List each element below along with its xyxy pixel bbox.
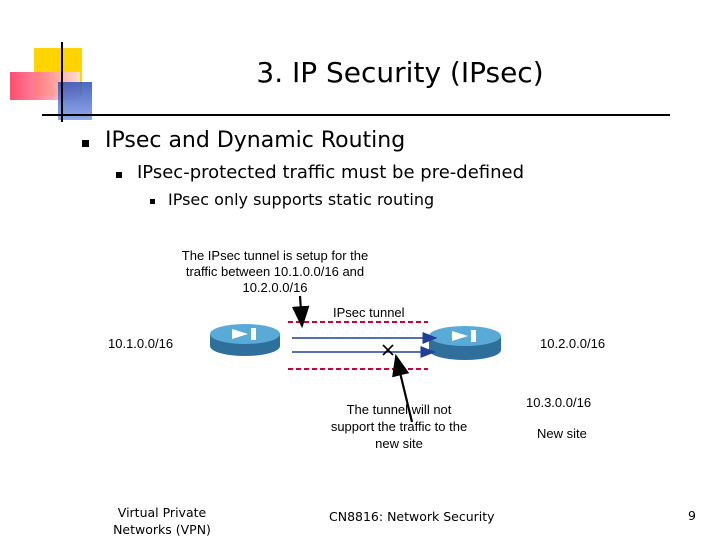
setup-callout-line2: traffic between 10.1.0.0/16 and (185, 264, 365, 279)
bullet-marker-3 (150, 199, 155, 204)
bullet-level3: IPsec only supports static routing (168, 190, 435, 209)
bullet-marker-2 (116, 172, 122, 178)
right-router-icon (429, 326, 501, 360)
setup-callout-line3: 10.2.0.0/16 (242, 280, 308, 295)
unsupported-callout-arrow (392, 353, 414, 423)
tunnel-label: IPsec tunnel (333, 305, 405, 320)
title-vertical-rule (61, 42, 63, 122)
logo-blue-block (58, 82, 92, 120)
setup-callout: The IPsec tunnel is setup for the traffi… (160, 248, 390, 296)
footer-left-line1: Virtual Private (117, 505, 207, 520)
footer-left-line2: Networks (VPN) (113, 522, 211, 537)
blocked-x-icon (382, 344, 394, 356)
setup-callout-line1: The IPsec tunnel is setup for the (181, 248, 369, 263)
setup-callout-arrow (291, 295, 310, 329)
left-subnet-label: 10.1.0.0/16 (108, 336, 174, 351)
new-site-label: New site (537, 426, 587, 441)
unsupported-callout-line2: support the traffic to the (330, 419, 468, 434)
page-number: 9 (688, 508, 696, 523)
unsupported-callout-line3: new site (375, 436, 423, 451)
bullet-level1: IPsec and Dynamic Routing (105, 128, 406, 153)
new-subnet-label: 10.3.0.0/16 (526, 395, 592, 410)
title-horizontal-rule (42, 114, 670, 116)
footer-left: Virtual Private Networks (VPN) (100, 504, 224, 538)
right-subnet-label: 10.2.0.0/16 (540, 336, 606, 351)
footer-center: CN8816: Network Security (329, 509, 495, 524)
bullet-marker-1 (82, 140, 89, 147)
unsupported-callout: The tunnel will not support the traffic … (300, 401, 498, 452)
left-router-icon (210, 324, 280, 356)
slide-title: 3. IP Security (IPsec) (256, 56, 544, 89)
bullet-level2: IPsec-protected traffic must be pre-defi… (137, 162, 525, 183)
unsupported-callout-line1: The tunnel will not (346, 402, 452, 417)
